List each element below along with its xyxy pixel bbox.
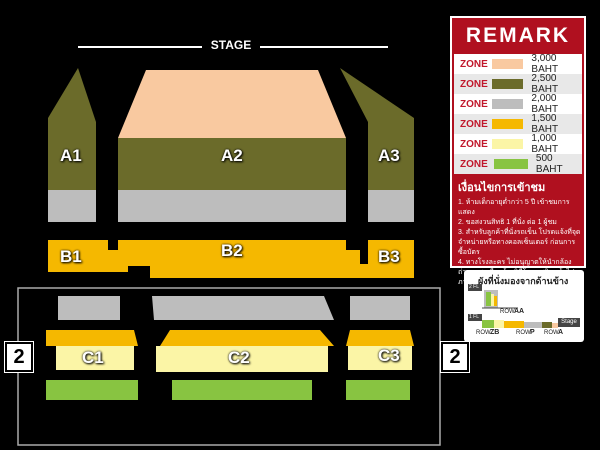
conditions-title: เงื่อนไขการเข้าชม [458,182,546,194]
zone-word: ZONE [460,118,488,130]
sv-floor1-olive [542,322,552,328]
zone-label-c2: C2 [228,348,250,367]
condition-item: 1. ห้ามเด็กอายุต่ำกว่า 5 ปี เข้าชมการแสด… [458,199,570,216]
zone-c1-grey[interactable] [58,296,120,320]
zone-c3-yellow[interactable] [348,346,412,370]
color-swatch [491,79,524,89]
zone-c2-green[interactable] [172,380,312,400]
zone-label-c1: C1 [82,348,104,367]
sv-floor1-green [482,320,494,328]
price-value: 2,000 BAHT [531,93,559,115]
zone-word: ZONE [460,138,488,150]
sv-row-aa: AA [514,308,525,315]
zone-a3-upper[interactable] [340,68,414,190]
side-view-panel: ผังที่นั่งมองจากด้านข้าง 2 FL ROW AA 1 F… [464,270,584,342]
sv-balcony-green [486,292,491,306]
sv-floor1-yellow [494,320,504,328]
sv-balcony-yellow [491,294,494,306]
side-view-title: ผังที่นั่งมองจากด้านข้าง [478,276,569,286]
zone-c3-green[interactable] [346,380,410,400]
zone-a2-front[interactable] [118,70,346,138]
stage-label: STAGE [210,38,252,52]
price-row: ZONE 2,500 BAHT [454,73,582,95]
zone-c1-orange[interactable] [46,330,138,346]
price-table: ZONE 3,000 BAHT ZONE 2,500 BAHT ZONE 2,0… [454,53,582,175]
price-row: ZONE 1,500 BAHT [454,113,582,135]
sv-row-zb: ZB [490,329,500,336]
color-swatch [491,99,524,109]
sv-floor2-label: 2 FL [469,284,480,290]
sv-row-a-word: ROW [544,330,559,336]
zone-label-c3: C3 [378,346,400,365]
sv-row-a: A [558,329,564,336]
zone-c3-grey[interactable] [350,296,410,320]
zone-word: ZONE [460,58,488,70]
zone-a1-upper[interactable] [48,68,96,190]
sv-floor1-peach [552,323,558,328]
zone-b3[interactable] [306,240,414,278]
zone-word: ZONE [460,98,488,110]
zone-c1-green[interactable] [46,380,138,400]
zone-c2-grey[interactable] [152,296,334,320]
price-row: ZONE 2,000 BAHT [454,93,582,115]
zone-b2[interactable] [108,240,360,278]
sv-floor1-label: 1 FL [469,314,480,320]
color-swatch [491,139,524,149]
sv-floor1-grey [524,322,542,328]
price-value: 3,000 BAHT [531,53,559,75]
zone-label-b2: B2 [221,241,243,260]
zone-a3-lower[interactable] [368,190,414,222]
color-swatch [491,59,524,69]
zone-word: ZONE [460,158,488,170]
price-row: ZONE 1,000 BAHT [454,133,582,155]
color-swatch [491,119,524,129]
zone-a2-middle[interactable] [118,138,346,190]
zone-c2-orange[interactable] [160,330,334,346]
zone-label-a2: A2 [221,146,243,165]
stage-line-left [78,46,202,48]
zone-c2-yellow[interactable] [156,346,328,372]
price-value: 1,000 BAHT [531,133,559,155]
color-swatch [493,159,528,169]
sv-floor1-tag [468,314,482,321]
price-value: 2,500 BAHT [531,73,559,95]
sv-row-p: P [530,329,535,336]
sv-floor1-orange [504,321,524,328]
sv-balcony-orange [494,296,497,306]
sv-floor2-tag [468,284,482,291]
price-row: ZONE 500 BAHT [454,153,582,175]
sv-row-p-word: ROW [516,330,531,336]
side-view-diagram [468,284,558,328]
price-value: 500 BAHT [535,153,563,175]
sv-stage: Stage [558,318,580,327]
sv-row-aa-word: ROW [500,309,515,315]
condition-item: 2. ขอสงวนสิทธิ 1 ที่นั่ง ต่อ 1 ผู้ชม [458,219,557,226]
price-value: 1,500 BAHT [531,113,559,135]
zone-a1-lower[interactable] [48,190,96,222]
remark-title: REMARK [465,24,571,47]
zone-label-b3: B3 [378,247,400,266]
zone-c3-orange[interactable] [346,330,414,346]
sv-row-zb-word: ROW [476,330,491,336]
price-row: ZONE 3,000 BAHT [454,53,582,75]
floor-badge-right: 2 [440,341,470,373]
zone-c1-yellow[interactable] [56,346,134,370]
zone-label-a1: A1 [60,146,82,165]
stage-line-right [260,46,388,48]
zone-a2-back[interactable] [118,190,346,222]
condition-item: 3. สำหรับลูกค้าที่นั่งรถเข็น โปรดแจ้งที่… [458,229,581,256]
floor-badge-left: 2 [4,341,34,373]
zone-label-b1: B1 [60,247,82,266]
remark-panel: REMARK ZONE 3,000 BAHT ZONE 2,500 BAHT Z… [450,16,586,286]
zone-label-a3: A3 [378,146,400,165]
zone-word: ZONE [460,78,488,90]
